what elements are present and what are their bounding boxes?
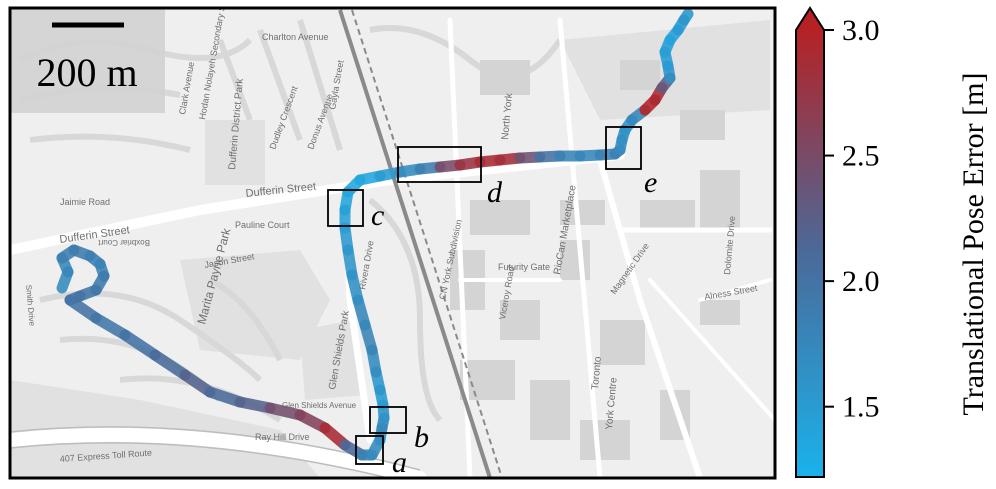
marker-box-e [605, 126, 642, 170]
colorbar-label: Translational Pose Error [m] [957, 72, 990, 415]
street-label: Boxbriar Court [98, 238, 150, 247]
colorbar-ticks: 1.5 2.0 2.5 3.0 [824, 14, 880, 424]
trajectory-segment [90, 312, 131, 341]
colorbar-outline [795, 6, 825, 478]
map-panel: Dufferin Street Dufferin Street Pauline … [10, 8, 775, 479]
street-label: Smith Drive [24, 284, 37, 327]
trajectory-segment [678, 8, 694, 26]
scale-bar: 200 m [10, 8, 165, 113]
marker-label-a: a [392, 446, 407, 479]
railway [338, 9, 503, 478]
street-label: Ray Hill Drive [255, 432, 310, 442]
colorbar-extend-arrow [796, 8, 824, 30]
colorbar-tick-label: 2.0 [842, 265, 880, 298]
marker-box-b [369, 406, 407, 434]
marker-label-d: d [487, 176, 503, 209]
street-label: Toronto [590, 356, 604, 391]
trajectory-segment [149, 349, 191, 381]
scale-bar-label: 200 m [36, 50, 137, 95]
marker-labels: a b c d e [371, 166, 657, 479]
street-label: North York [500, 92, 515, 140]
colorbar-gradient [796, 30, 824, 477]
colorbar: 1.5 2.0 2.5 3.0 Translational Pose Error [m… [795, 6, 990, 478]
colorbar-tick-label: 2.5 [842, 140, 880, 173]
marker-box-d [397, 146, 482, 183]
street-label: Pauline Court [235, 220, 290, 230]
street-label: Glen Shields Avenue [282, 401, 357, 410]
marker-box-a [355, 435, 384, 465]
colorbar-tick-label: 3.0 [842, 14, 880, 47]
marker-label-c: c [371, 199, 384, 232]
colorbar-tick-label: 1.5 [842, 391, 880, 424]
street-label: York Centre [604, 377, 620, 431]
trajectory-segment [119, 329, 161, 361]
marker-box-c [327, 189, 364, 227]
map-frame [8, 6, 777, 480]
markers [327, 126, 642, 465]
street-label: Futurity Gate [498, 262, 550, 272]
street-label: Jaimie Road [60, 197, 110, 207]
trajectory [56, 8, 694, 461]
commercial-buildings [450, 60, 740, 460]
marker-label-e: e [644, 166, 657, 199]
street-label: Charlton Avenue [262, 32, 328, 42]
marker-label-b: b [414, 421, 429, 454]
